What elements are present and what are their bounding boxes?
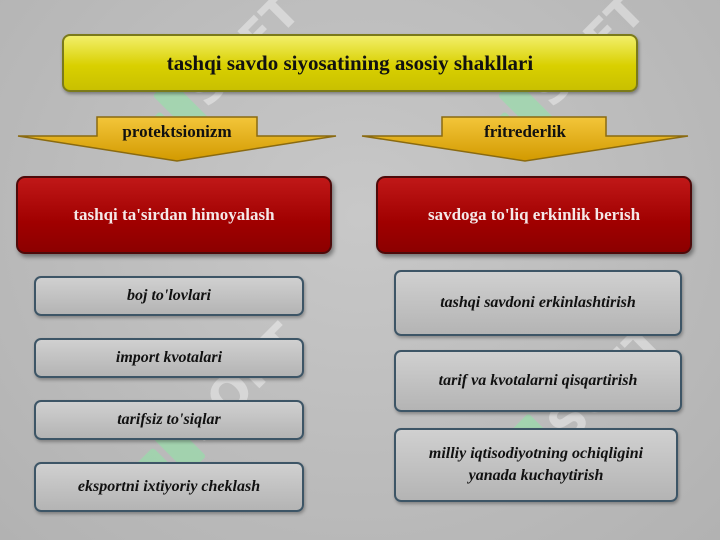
left-item-3: tarifsiz to'siqlar — [34, 400, 304, 440]
left-item-4: eksportni ixtiyoriy cheklash — [34, 462, 304, 512]
left-branch-heading: tashqi ta'sirdan himoyalash — [16, 176, 332, 254]
right-item-3: milliy iqtisodiyotning ochiqligini yanad… — [394, 428, 678, 502]
right-branch-arrow: fritrederlik — [360, 116, 690, 162]
left-arrow-label: protektsionizm — [122, 122, 232, 141]
right-item-1: tashqi savdoni erkinlashtirish — [394, 270, 682, 336]
left-item-2: import kvotalari — [34, 338, 304, 378]
left-branch-arrow: protektsionizm — [16, 116, 338, 162]
right-branch-heading: savdoga to'liq erkinlik berish — [376, 176, 692, 254]
down-arrow-icon — [361, 116, 689, 162]
down-arrow-icon — [17, 116, 337, 162]
left-item-1: boj to'lovlari — [34, 276, 304, 316]
right-item-2: tarif va kvotalarni qisqartirish — [394, 350, 682, 412]
diagram-title: tashqi savdo siyosatining asosiy shaklla… — [62, 34, 638, 92]
right-arrow-label: fritrederlik — [484, 122, 566, 141]
